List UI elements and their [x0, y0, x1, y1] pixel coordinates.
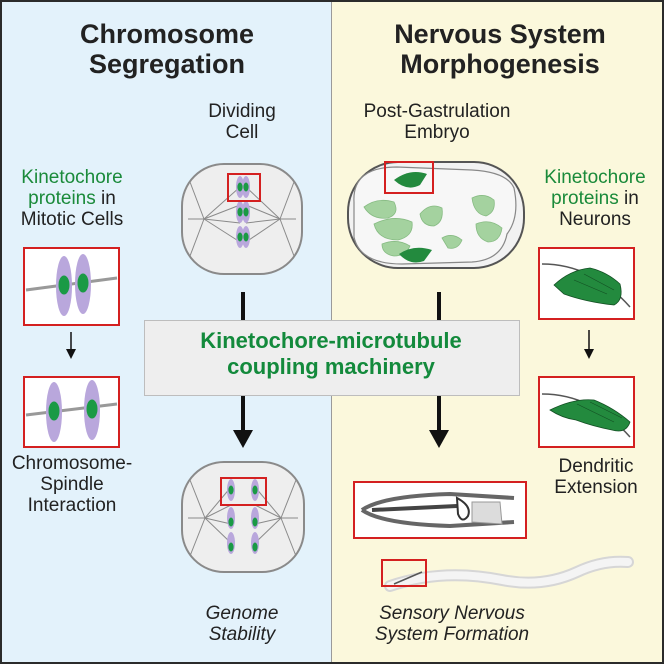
dividing-cell-illustration — [181, 163, 303, 275]
dividing-cell-line2: Cell — [225, 121, 259, 143]
right-title-line2: Morphogenesis — [400, 48, 600, 79]
coupling-machinery-label: Kinetochore-microtubule coupling machine… — [144, 328, 518, 381]
neuron-kinetochore-label: Kinetochore proteins in Neurons — [530, 167, 660, 231]
genome-stability-label: Genome Stability — [182, 603, 302, 646]
right-title-line1: Nervous System — [394, 19, 606, 49]
sensory-line1: Sensory Nervous — [379, 603, 525, 624]
mitotic-kt-line3: Mitotic Cells — [20, 208, 124, 230]
mitotic-kt-line1: Kinetochore — [21, 167, 123, 188]
dendritic-line1: Dendritic — [558, 456, 634, 477]
genome-line2: Stability — [208, 623, 276, 645]
embryo-label: Post-Gastrulation Embryo — [347, 101, 527, 144]
coupling-label-line2: coupling machinery — [227, 354, 435, 380]
left-title-line2: Segregation — [88, 48, 246, 79]
sensory-nervous-system-label: Sensory Nervous System Formation — [342, 603, 562, 646]
worm-illustration — [381, 555, 634, 592]
embryo-line2: Embryo — [404, 121, 470, 143]
mitotic-kt-proteins: proteins — [28, 187, 96, 209]
dendritic-line2: Extension — [554, 476, 638, 498]
neuron-kinetochore-inset — [538, 247, 635, 320]
interaction-line3: Interaction — [27, 494, 117, 516]
chromosome-spindle-label: Chromosome- Spindle Interaction — [2, 453, 142, 517]
coupling-machinery-box — [144, 320, 520, 396]
anaphase-cell-illustration — [181, 461, 305, 573]
coupling-label-line1: Kinetochore-microtubule — [200, 328, 462, 353]
worm-head-inset — [353, 481, 527, 539]
dividing-cell-label: Dividing Cell — [182, 101, 302, 144]
sensory-line2: System Formation — [374, 623, 530, 645]
neuron-kt-line1: Kinetochore — [544, 167, 646, 188]
dendritic-extension-label: Dendritic Extension — [534, 456, 658, 499]
neuron-kt-line3: Neurons — [559, 208, 631, 230]
interaction-line1: Chromosome- — [11, 453, 133, 474]
mitotic-kinetochore-inset — [23, 247, 120, 326]
mitotic-kinetochore-label: Kinetochore proteins in Mitotic Cells — [8, 167, 136, 231]
neuron-kt-proteins: proteins — [551, 187, 619, 209]
genome-line1: Genome — [205, 603, 279, 624]
mitotic-kt-line2: proteins in — [8, 187, 136, 210]
right-panel-title: Nervous System Morphogenesis — [342, 19, 658, 79]
left-title-line1: Chromosome — [79, 19, 255, 49]
dendritic-extension-inset — [538, 376, 635, 448]
interaction-line2: Spindle — [40, 473, 104, 495]
dividing-cell-line1: Dividing — [208, 101, 276, 122]
chromosome-spindle-inset — [23, 376, 120, 448]
embryo-illustration — [347, 161, 525, 269]
neuron-kt-in: in — [618, 187, 639, 209]
embryo-line1: Post-Gastrulation — [363, 101, 511, 122]
mitotic-kt-in: in — [95, 187, 116, 209]
right-arrow-head — [429, 430, 449, 448]
left-arrow-head — [233, 430, 253, 448]
left-panel-title: Chromosome Segregation — [22, 19, 312, 79]
neuron-kt-line2: proteins in — [530, 187, 660, 210]
